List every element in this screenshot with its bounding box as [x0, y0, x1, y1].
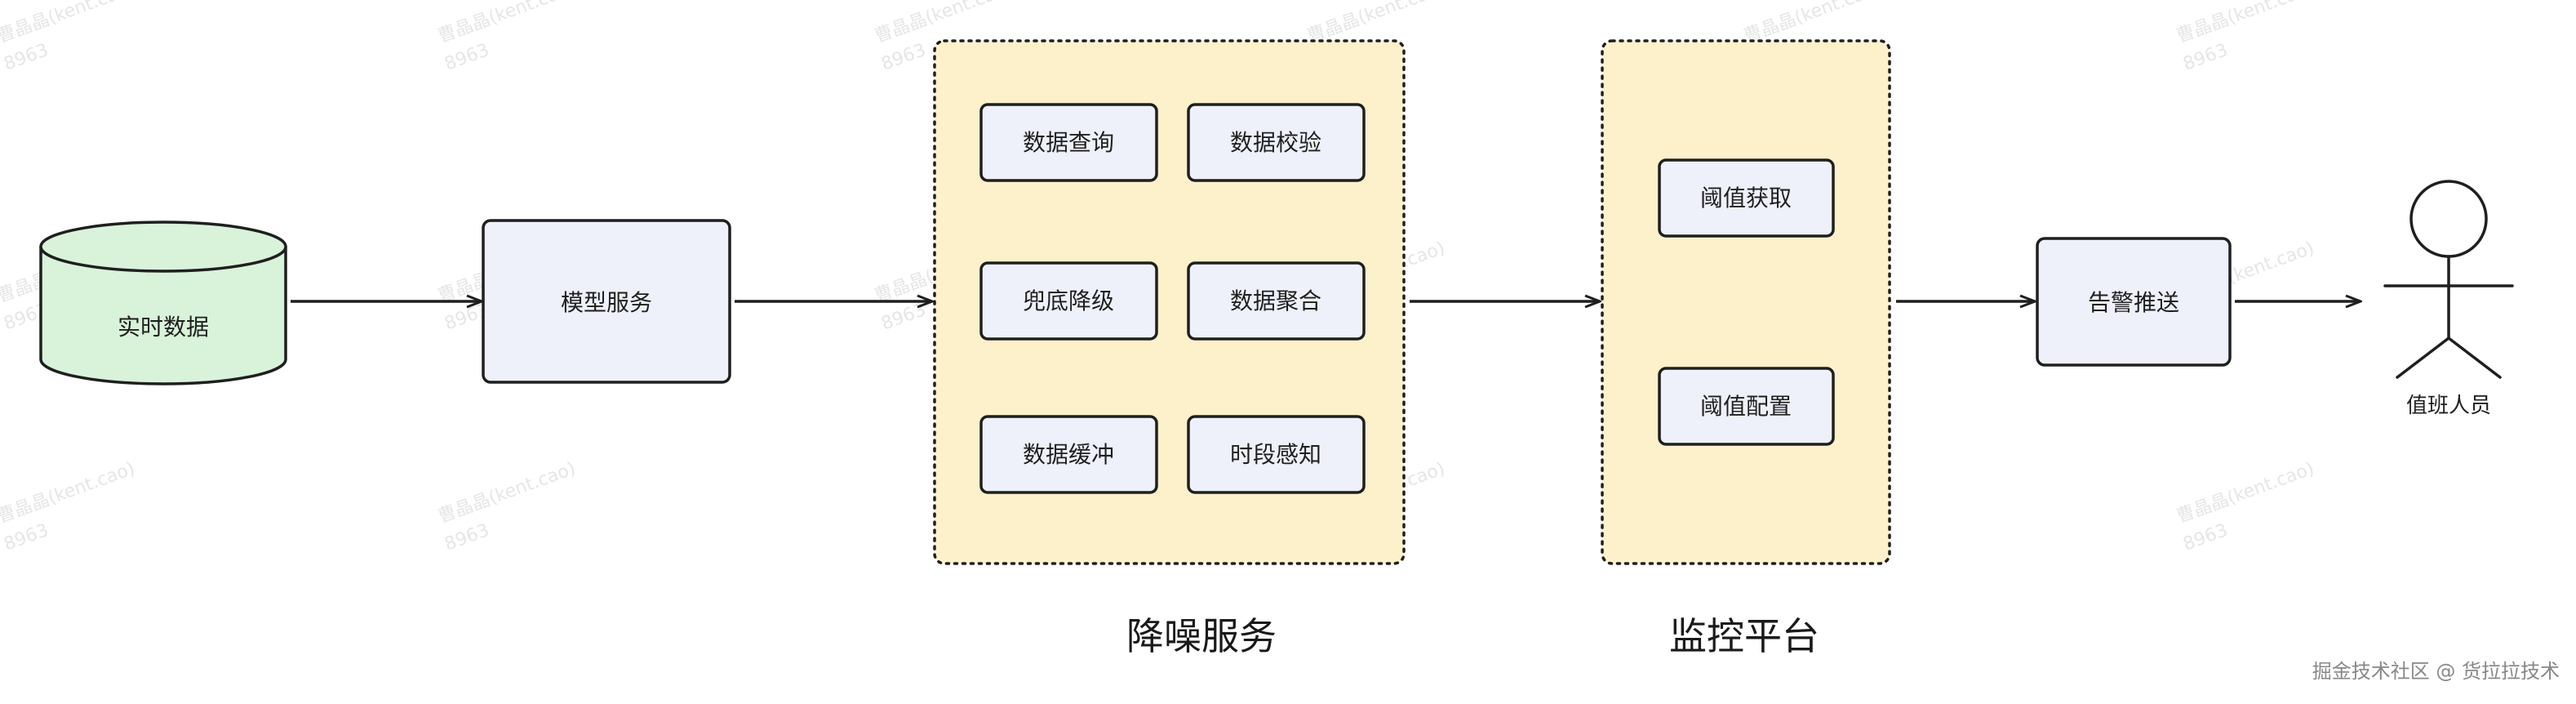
watermark: 曹晶晶(kent.cao)8963	[436, 459, 579, 555]
svg-text:时段感知: 时段感知	[1230, 441, 1321, 468]
svg-text:曹晶晶(kent.cao): 曹晶晶(kent.cao)	[0, 0, 138, 47]
on-duty-person: 值班人员	[2383, 180, 2514, 418]
monitor-item: 阈值配置	[1658, 367, 1835, 446]
alert-push-label: 告警推送	[2088, 289, 2179, 316]
svg-text:曹晶晶(kent.cao): 曹晶晶(kent.cao)	[0, 459, 138, 528]
svg-text:8963: 8963	[2181, 40, 2231, 75]
denoise-item: 兜底降级	[979, 261, 1158, 341]
monitor-group-title: 监控平台	[1669, 614, 1819, 658]
svg-text:曹晶晶(kent.cao): 曹晶晶(kent.cao)	[2174, 0, 2317, 47]
svg-text:数据缓冲: 数据缓冲	[1023, 441, 1114, 468]
alert-push-node: 告警推送	[2036, 237, 2232, 367]
monitor-group	[1601, 39, 1891, 565]
svg-text:8963: 8963	[442, 40, 492, 75]
denoise-item: 数据聚合	[1187, 261, 1366, 341]
realtime-data-database: 实时数据	[39, 221, 287, 385]
denoise-group-title: 降噪服务	[1126, 614, 1277, 658]
database-top	[39, 221, 287, 273]
on-duty-label: 值班人员	[2406, 394, 2491, 418]
person-icon	[2383, 180, 2514, 379]
svg-text:数据聚合: 数据聚合	[1230, 287, 1321, 314]
svg-text:阈值配置: 阈值配置	[1700, 393, 1792, 420]
model-service-node: 模型服务	[482, 219, 731, 384]
denoise-item: 数据缓冲	[979, 415, 1158, 494]
denoise-item: 数据查询	[979, 103, 1158, 182]
svg-text:曹晶晶(kent.cao): 曹晶晶(kent.cao)	[1742, 0, 1885, 47]
source-credit: 掘金技术社区 @ 货拉拉技术	[2312, 660, 2560, 683]
denoise-item: 时段感知	[1187, 415, 1366, 494]
watermark: 曹晶晶(kent.cao)8963	[0, 459, 138, 555]
realtime-data-label: 实时数据	[118, 314, 209, 341]
watermark: 曹晶晶(kent.cao)8963	[2174, 459, 2317, 555]
svg-text:数据校验: 数据校验	[1230, 129, 1321, 156]
svg-text:曹晶晶(kent.cao): 曹晶晶(kent.cao)	[436, 0, 579, 47]
svg-text:8963: 8963	[2181, 520, 2231, 555]
model-service-label: 模型服务	[561, 289, 652, 316]
denoise-item: 数据校验	[1187, 103, 1366, 182]
svg-text:曹晶晶(kent.cao): 曹晶晶(kent.cao)	[436, 459, 579, 528]
svg-text:8963: 8963	[879, 300, 929, 335]
database-icon	[39, 247, 287, 385]
svg-text:8963: 8963	[879, 40, 929, 75]
svg-text:阈值获取: 阈值获取	[1700, 185, 1792, 212]
svg-text:8963: 8963	[2, 520, 51, 555]
svg-text:兜底降级: 兜底降级	[1023, 287, 1114, 314]
monitor-item: 阈值获取	[1658, 158, 1835, 238]
svg-text:数据查询: 数据查询	[1023, 129, 1114, 156]
watermark: 曹晶晶(kent.cao)8963	[436, 0, 579, 75]
svg-text:8963: 8963	[2, 40, 51, 75]
svg-text:曹晶晶(kent.cao): 曹晶晶(kent.cao)	[2174, 459, 2317, 528]
watermark: 曹晶晶(kent.cao)8963	[0, 0, 138, 75]
watermark: 曹晶晶(kent.cao)8963	[2174, 0, 2317, 75]
svg-text:8963: 8963	[442, 520, 492, 555]
